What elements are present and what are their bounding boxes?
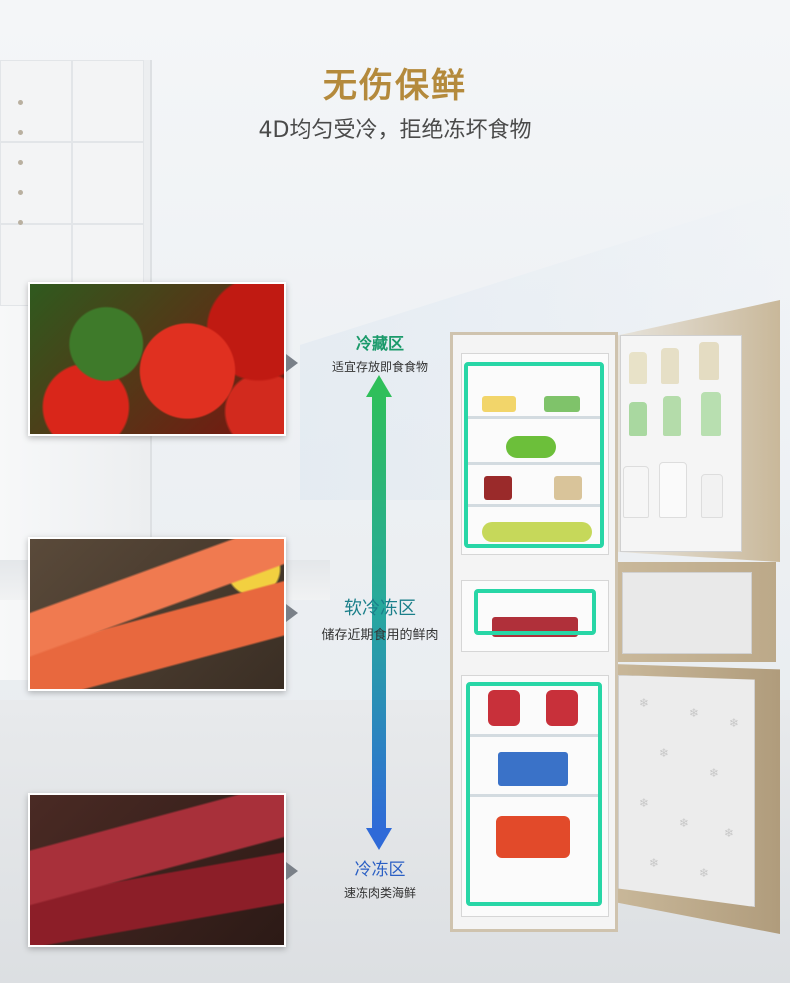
zone-desc: 适宜存放即食食物 <box>331 360 428 374</box>
zone-freezer: 冷冻区 速冻肉类海鲜 <box>300 855 460 901</box>
refrigerator-compartment <box>461 353 609 555</box>
zone-soft-freeze: 软冷冻区 储存近期食用的鲜肉 <box>300 594 460 643</box>
door-panel <box>622 572 752 654</box>
pointer-arrow-icon <box>286 604 298 622</box>
door-shelves <box>620 335 742 552</box>
zone-name: 冷藏区 <box>355 334 404 353</box>
salmon-photo <box>28 537 286 691</box>
tomato-photo <box>28 282 286 436</box>
decorative-dots <box>18 100 24 250</box>
zone-desc: 储存近期食用的鲜肉 <box>321 628 439 643</box>
zone-name: 冷冻区 <box>354 860 406 880</box>
pointer-arrow-icon <box>286 862 298 880</box>
soft-freeze-drawer <box>461 580 609 652</box>
page-title: 无伤保鲜 <box>323 66 467 106</box>
door-panel-frost: ❄ ❄ ❄ ❄ ❄ ❄ ❄ ❄ ❄ ❄ <box>618 675 755 907</box>
airflow-loop <box>474 589 596 635</box>
zone-name: 软冷冻区 <box>344 598 416 619</box>
page-subtitle: 4D均匀受冷，拒绝冻坏食物 <box>258 118 532 143</box>
airflow-loop <box>466 682 602 906</box>
zone-desc: 速冻肉类海鲜 <box>343 886 416 900</box>
airflow-loop <box>464 362 604 548</box>
temperature-axis <box>372 390 386 830</box>
arrow-down-icon <box>366 828 392 850</box>
freezer-compartment <box>461 675 609 917</box>
pointer-arrow-icon <box>286 354 298 372</box>
fridge-body <box>450 332 618 932</box>
fridge-illustration: ❄ ❄ ❄ ❄ ❄ ❄ ❄ ❄ ❄ ❄ <box>450 300 780 940</box>
beef-photo <box>28 793 286 947</box>
zone-refrigerator: 冷藏区 适宜存放即食食物 <box>300 330 460 375</box>
